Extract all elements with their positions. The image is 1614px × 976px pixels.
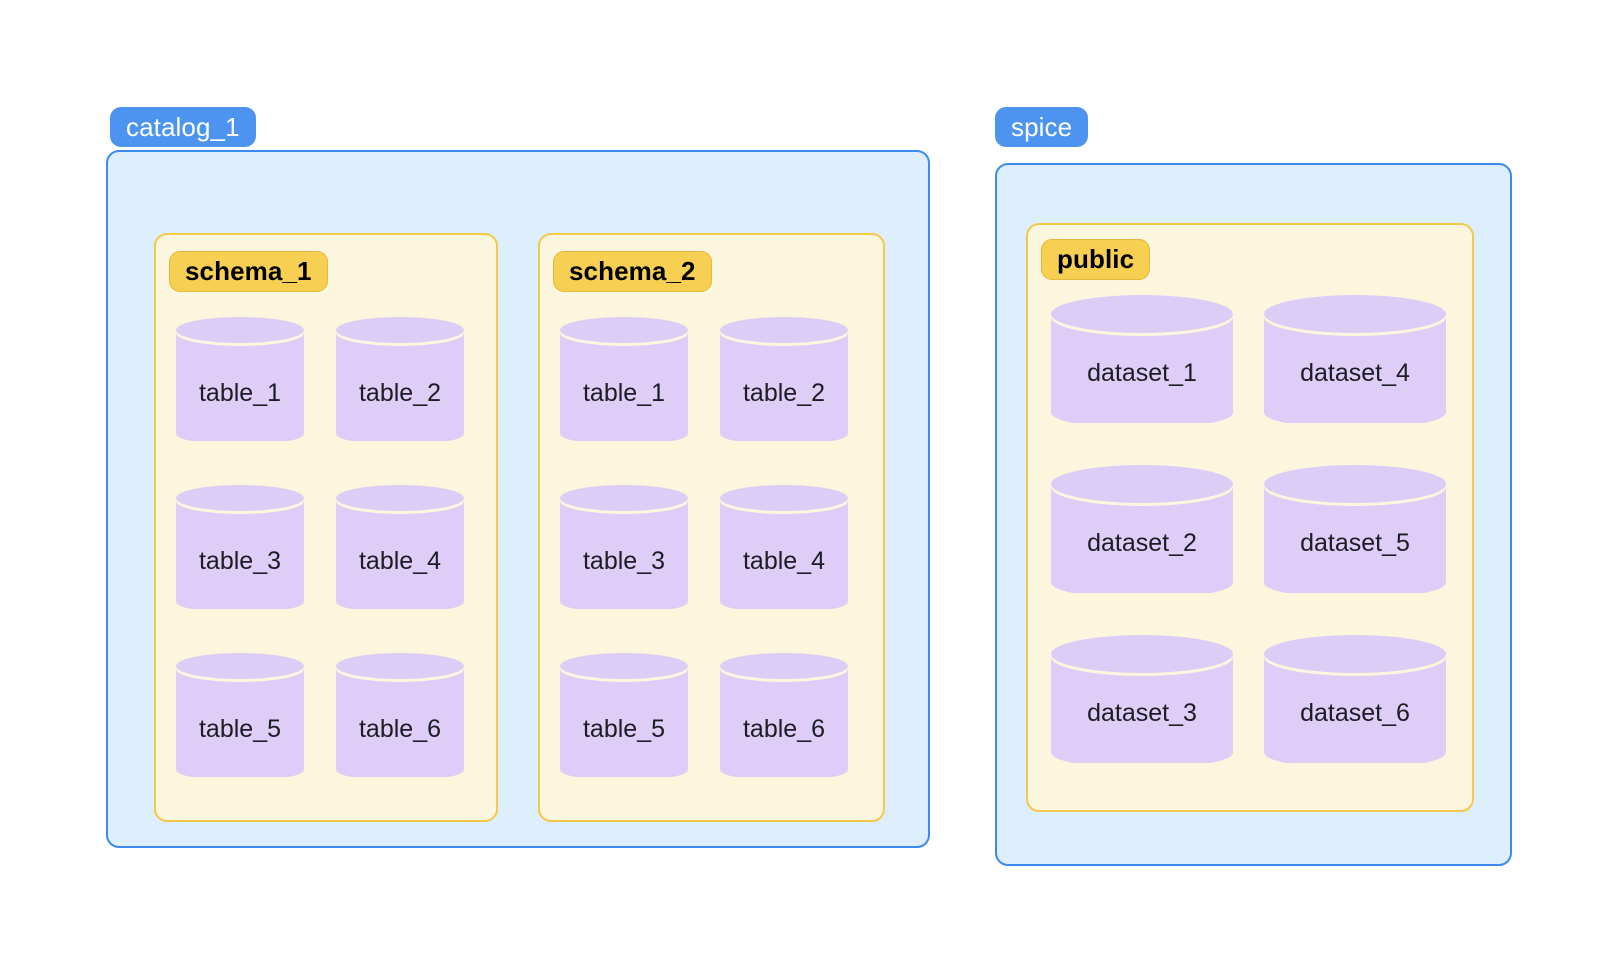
table-cylinder-table_6[interactable]: table_6 (336, 653, 464, 777)
dataset-cylinder-dataset_1[interactable]: dataset_1 (1051, 295, 1233, 423)
dataset-cylinder-dataset_4[interactable]: dataset_4 (1264, 295, 1446, 423)
cylinder-shape (1264, 635, 1446, 763)
dataset-cylinder-dataset_5[interactable]: dataset_5 (1264, 465, 1446, 593)
table-cylinder-table_6[interactable]: table_6 (720, 653, 848, 777)
table-cylinder-table_4[interactable]: table_4 (336, 485, 464, 609)
cylinder-shape (1051, 635, 1233, 763)
cylinder-shape (1264, 295, 1446, 423)
cylinder-shape (1264, 465, 1446, 593)
catalog-badge-spice[interactable]: spice (995, 107, 1089, 147)
cylinder-shape (336, 317, 464, 441)
cylinder-shape (720, 485, 848, 609)
schema-badge-schema_1[interactable]: schema_1 (169, 251, 328, 292)
table-cylinder-table_2[interactable]: table_2 (720, 317, 848, 441)
cylinder-shape (560, 317, 688, 441)
dataset-cylinder-dataset_6[interactable]: dataset_6 (1264, 635, 1446, 763)
cylinder-shape (1051, 465, 1233, 593)
table-cylinder-table_5[interactable]: table_5 (176, 653, 304, 777)
table-cylinder-table_5[interactable]: table_5 (560, 653, 688, 777)
dataset-cylinder-dataset_2[interactable]: dataset_2 (1051, 465, 1233, 593)
table-cylinder-table_3[interactable]: table_3 (560, 485, 688, 609)
schema-badge-public[interactable]: public (1041, 239, 1151, 280)
cylinder-shape (1051, 295, 1233, 423)
cylinder-shape (336, 653, 464, 777)
cylinder-shape (176, 317, 304, 441)
catalog-badge-catalog_1[interactable]: catalog_1 (110, 107, 256, 147)
dataset-cylinder-dataset_3[interactable]: dataset_3 (1051, 635, 1233, 763)
table-cylinder-table_1[interactable]: table_1 (560, 317, 688, 441)
schema-badge-schema_2[interactable]: schema_2 (553, 251, 712, 292)
cylinder-shape (336, 485, 464, 609)
table-cylinder-table_4[interactable]: table_4 (720, 485, 848, 609)
cylinder-shape (720, 317, 848, 441)
table-cylinder-table_1[interactable]: table_1 (176, 317, 304, 441)
table-cylinder-table_3[interactable]: table_3 (176, 485, 304, 609)
table-cylinder-table_2[interactable]: table_2 (336, 317, 464, 441)
cylinder-shape (720, 653, 848, 777)
cylinder-shape (176, 653, 304, 777)
cylinder-shape (560, 653, 688, 777)
cylinder-shape (560, 485, 688, 609)
cylinder-shape (176, 485, 304, 609)
